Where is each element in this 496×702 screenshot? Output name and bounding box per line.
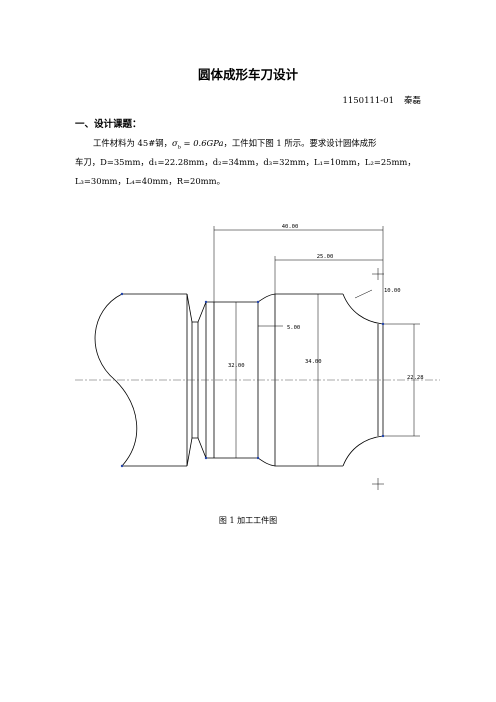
dim-d3: 32.00 <box>228 363 245 369</box>
radius-arc-bottom <box>342 435 384 467</box>
workpiece-drawing: 40.00 25.00 10.00 5.00 32.00 34.00 22.28 <box>75 224 440 490</box>
section-heading: 一、设计课题： <box>75 119 142 130</box>
step-top <box>257 293 276 303</box>
step-bottom <box>257 457 276 467</box>
dim-L4: 40.00 <box>282 224 299 230</box>
dim-d2: 34.00 <box>305 359 322 365</box>
student-id: 1150111-01 <box>342 96 394 106</box>
dim-L2: 25.00 <box>317 254 334 260</box>
document-title: 圆体成形车刀设计 <box>197 67 298 82</box>
chamfer-bottom <box>186 437 207 467</box>
author-name: 秦磊 <box>403 96 421 106</box>
author-line: 1150111-01 秦磊 <box>332 94 421 106</box>
dim-d1: 22.28 <box>407 375 424 381</box>
paragraph-line-1: 工件材料为 45#钢，σb = 0.6GPa，工件如下图 1 所示。要求设计圆体… <box>93 138 377 151</box>
dim-step: 5.00 <box>287 325 300 331</box>
sigma-formula: σb = 0.6GPa <box>171 138 224 151</box>
paragraph-line-2: 车刀，D=35mm，d₁=22.28mm，d₂=34mm，d₃=32mm，L₁=… <box>75 157 416 167</box>
paragraph-line-3: L₃=30mm，L₄=40mm，R=20mm。 <box>75 176 225 186</box>
radius-arc-top <box>342 293 384 325</box>
chamfer-top <box>186 293 207 323</box>
dim-L1: 10.00 <box>384 288 401 294</box>
figure-caption: 图 1 加工工件图 <box>218 516 278 525</box>
left-profile-curve <box>94 293 138 467</box>
